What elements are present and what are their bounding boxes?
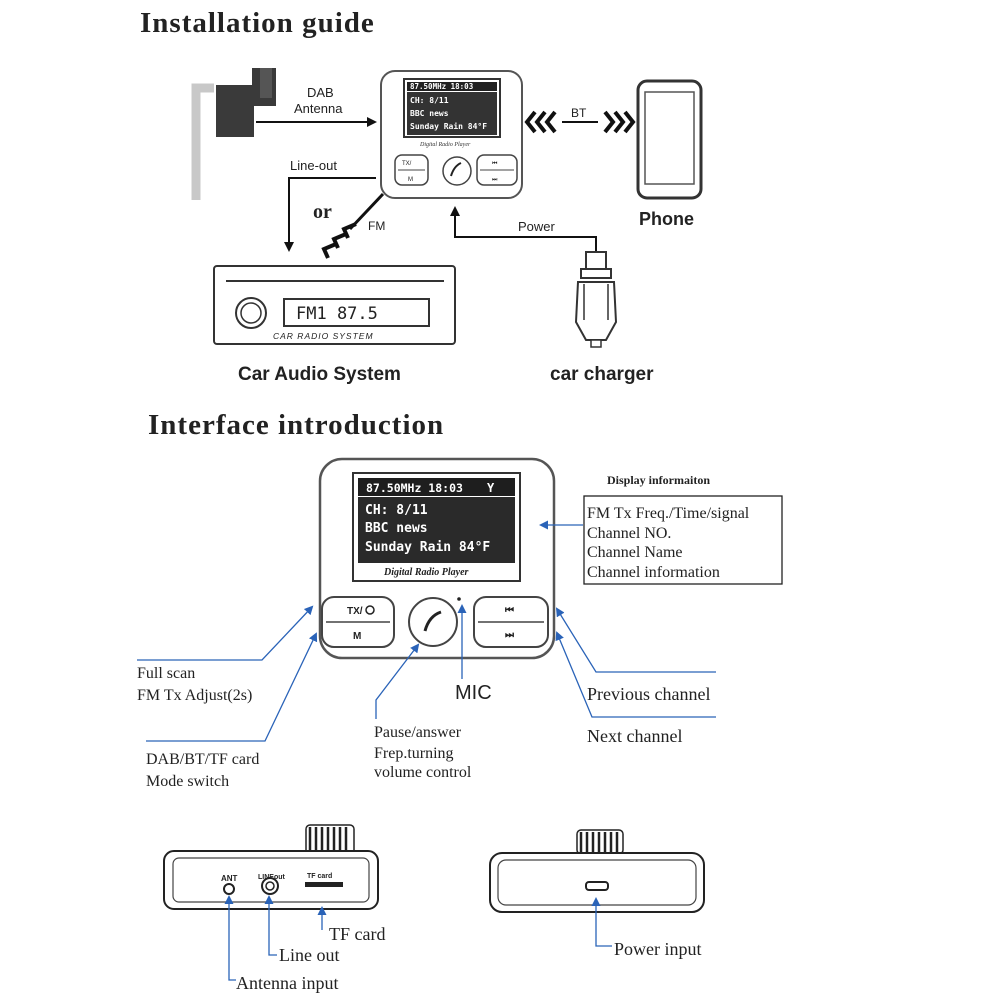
mic-label: MIC: [455, 682, 492, 704]
tx-button-label: TX/: [347, 606, 363, 617]
tf-port-label: TF card: [307, 873, 332, 880]
svg-text:⏭: ⏭: [492, 177, 498, 183]
bt-connection: BT: [524, 106, 636, 134]
phone-icon: [636, 79, 703, 200]
ant-port-label: ANT: [221, 874, 238, 883]
previous-channel-label: Previous channel: [587, 684, 710, 704]
antenna-input-label: Antenna input: [236, 973, 338, 993]
previous-leader: [555, 607, 716, 673]
full-scan-label: Full scan FM Tx Adjust(2s): [137, 665, 252, 704]
line-out-leader: [264, 895, 277, 956]
large-screen-line3: BBC news: [365, 521, 428, 536]
lineout-arrow: [284, 177, 376, 252]
small-screen-line1: 87.50MHz 18:03: [410, 82, 474, 91]
small-btn-m: M: [408, 177, 413, 183]
car-radio-display: FM1 87.5: [296, 304, 378, 324]
next-icon: ⏭: [505, 630, 514, 641]
mode-switch-label: DAB/BT/TF card Mode switch: [146, 751, 263, 790]
interface-title: Interface introduction: [148, 409, 444, 441]
installation-title: Installation guide: [140, 7, 375, 39]
fm-arrow: [321, 192, 385, 259]
large-screen-line4: Sunday Rain 84°F: [365, 540, 490, 555]
small-brand: Digital Radio Player: [419, 142, 471, 148]
car-charger-label: car charger: [550, 364, 654, 385]
next-leader: [555, 631, 716, 718]
bt-label: BT: [571, 106, 587, 120]
car-charger-icon: [574, 251, 618, 348]
display-info-list: FM Tx Freq./Time/signal Channel NO. Chan…: [587, 505, 753, 581]
mode-switch-leader: [146, 632, 318, 742]
line-out-label: Line out: [279, 945, 340, 965]
phone-icon-knob: [423, 610, 442, 632]
device-side-view-power: [489, 829, 705, 913]
dab-antenna-label: DAB Antenna: [294, 85, 343, 116]
svg-text:⏮: ⏮: [492, 161, 498, 167]
mic-hole: [457, 597, 461, 601]
display-info-title: Display informaiton: [607, 473, 710, 487]
previous-icon: ⏮: [505, 605, 514, 616]
display-info-box: [583, 495, 783, 585]
full-scan-leader: [137, 605, 314, 661]
tf-card-label: TF card: [329, 924, 385, 944]
antenna-input-leader: [224, 895, 236, 981]
large-screen-line2: CH: 8/11: [365, 503, 428, 518]
small-btn-tx: TX/: [402, 161, 412, 167]
m-button-label: M: [353, 631, 361, 642]
usb-port-icon: [585, 881, 609, 891]
power-arrow: [450, 206, 597, 252]
large-screen-line1: 87.50MHz 18:03: [366, 481, 463, 495]
or-label: or: [313, 201, 332, 223]
signal-icon: Y: [487, 481, 495, 495]
next-channel-label: Next channel: [587, 726, 682, 746]
small-screen-line2: CH: 8/11: [410, 96, 449, 105]
pause-leader: [375, 643, 420, 719]
phone-label: Phone: [639, 209, 694, 229]
power-input-label: Power input: [614, 939, 702, 959]
power-label: Power: [518, 219, 556, 234]
car-radio-caption: CAR RADIO SYSTEM: [273, 331, 374, 341]
large-brand: Digital Radio Player: [383, 567, 469, 578]
fm-label: FM: [368, 219, 385, 233]
device-small: 87.50MHz 18:03 CH: 8/11 BBC news Sunday …: [380, 70, 523, 199]
device-large: 87.50MHz 18:03 Y CH: 8/11 BBC news Sunda…: [318, 457, 556, 660]
volume-knob[interactable]: [408, 597, 458, 647]
lineout-label: Line-out: [290, 158, 337, 173]
small-screen-line4: Sunday Rain 84°F: [410, 121, 487, 131]
device-side-view-ports: ANT LINEout TF card: [163, 824, 379, 910]
small-screen-line3: BBC news: [410, 109, 449, 118]
car-radio-icon: FM1 87.5 CAR RADIO SYSTEM: [213, 265, 456, 345]
pause-label: Pause/answer Frep.turning volume control: [374, 724, 472, 781]
car-audio-label: Car Audio System: [238, 364, 401, 385]
dab-antenna-icon: [191, 68, 276, 200]
power-input-leader: [591, 897, 612, 947]
